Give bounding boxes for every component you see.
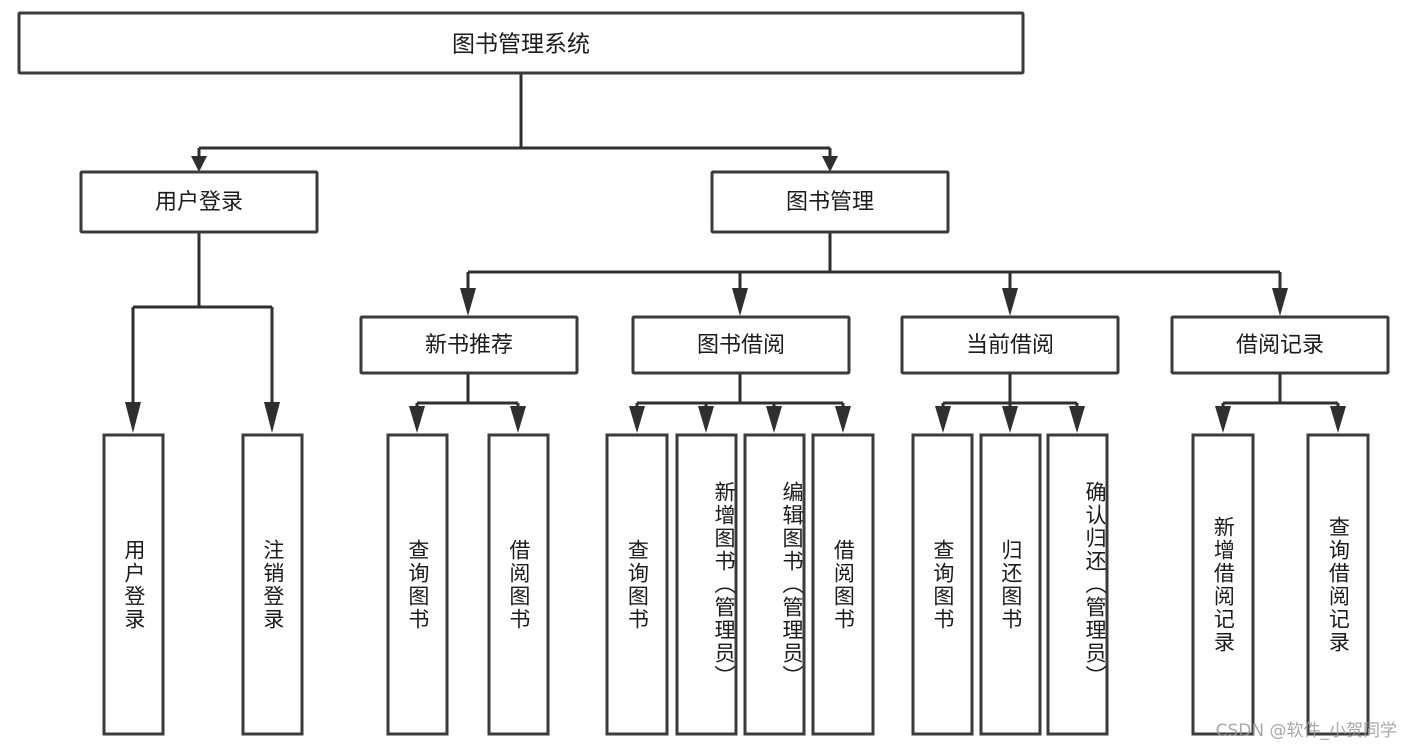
arrow-head-current-borrow [1002, 288, 1018, 316]
node-current-borrow-label: 当前借阅 [966, 333, 1054, 358]
leaf-confirm-return-box[interactable] [1046, 433, 1109, 736]
arrow-head-leaf-add-book [698, 406, 714, 433]
arrow-head-leaf-add-record [1215, 406, 1231, 433]
leaf-logout-login-box[interactable] [241, 433, 304, 736]
leaf-add-record-box[interactable] [1191, 433, 1255, 736]
csdn-watermark: CSDN @软件_小贺同学 [1215, 721, 1397, 741]
arrow-head-leaf-edit-book [766, 406, 782, 433]
arrow-head-leaf-query-book-3 [935, 406, 951, 433]
arrow-head-borrow-record [1272, 288, 1288, 316]
arrow-head-leaf-query-book-2 [629, 406, 645, 433]
node-book-borrow-box[interactable] [631, 315, 851, 375]
node-book-borrow-label: 图书借阅 [697, 333, 785, 358]
node-new-book-recommend[interactable]: 新书推荐 [359, 315, 579, 375]
leaf-box-layer [102, 433, 1370, 736]
leaf-query-book-3-box[interactable] [911, 433, 974, 736]
node-root-box[interactable] [17, 11, 1025, 75]
connector-layer [125, 73, 1346, 433]
node-borrow-record[interactable]: 借阅记录 [1170, 315, 1390, 375]
node-book-manage-label: 图书管理 [786, 190, 874, 215]
node-user-login[interactable]: 用户登录 [79, 170, 319, 234]
node-new-book-recommend-box[interactable] [359, 315, 579, 375]
node-book-manage[interactable]: 图书管理 [710, 170, 950, 234]
arrow-head-book-borrow [732, 288, 748, 316]
arrow-head-user-login [191, 156, 207, 172]
node-book-borrow[interactable]: 图书借阅 [631, 315, 851, 375]
leaf-return-book-box[interactable] [979, 433, 1042, 736]
leaf-query-book-1-box[interactable] [386, 433, 449, 736]
arrow-head-new-book-recommend [460, 288, 476, 316]
arrow-head-leaf-logout-login [264, 402, 280, 433]
leaf-add-book-box[interactable] [675, 433, 738, 736]
arrow-head-book-manage [822, 156, 838, 172]
leaf-user-login-box[interactable] [102, 433, 165, 736]
arrow-head-leaf-return-book [1002, 406, 1018, 433]
node-root-label: 图书管理系统 [452, 32, 590, 58]
leaf-borrow-book-2-box[interactable] [811, 433, 875, 736]
leaf-borrow-book-1-box[interactable] [487, 433, 550, 736]
arrow-head-leaf-query-book-1 [409, 406, 425, 433]
arrow-head-leaf-query-record [1330, 406, 1346, 433]
node-user-login-label: 用户登录 [155, 190, 243, 215]
leaf-query-book-2-box[interactable] [605, 433, 669, 736]
arrow-head-leaf-confirm-return [1069, 406, 1085, 433]
node-current-borrow-box[interactable] [900, 315, 1120, 375]
arrow-head-leaf-borrow-book-2 [835, 406, 851, 433]
node-book-manage-box[interactable] [710, 170, 950, 234]
node-user-login-box[interactable] [79, 170, 319, 234]
node-current-borrow[interactable]: 当前借阅 [900, 315, 1120, 375]
node-new-book-recommend-label: 新书推荐 [425, 333, 513, 358]
node-borrow-record-box[interactable] [1170, 315, 1390, 375]
node-root[interactable]: 图书管理系统 [17, 11, 1025, 75]
arrow-head-leaf-user-login [125, 402, 141, 433]
arrow-head-leaf-borrow-book-1 [510, 406, 526, 433]
leaf-edit-book-box[interactable] [743, 433, 806, 736]
leaf-query-record-box[interactable] [1306, 433, 1370, 736]
node-borrow-record-label: 借阅记录 [1236, 333, 1324, 358]
